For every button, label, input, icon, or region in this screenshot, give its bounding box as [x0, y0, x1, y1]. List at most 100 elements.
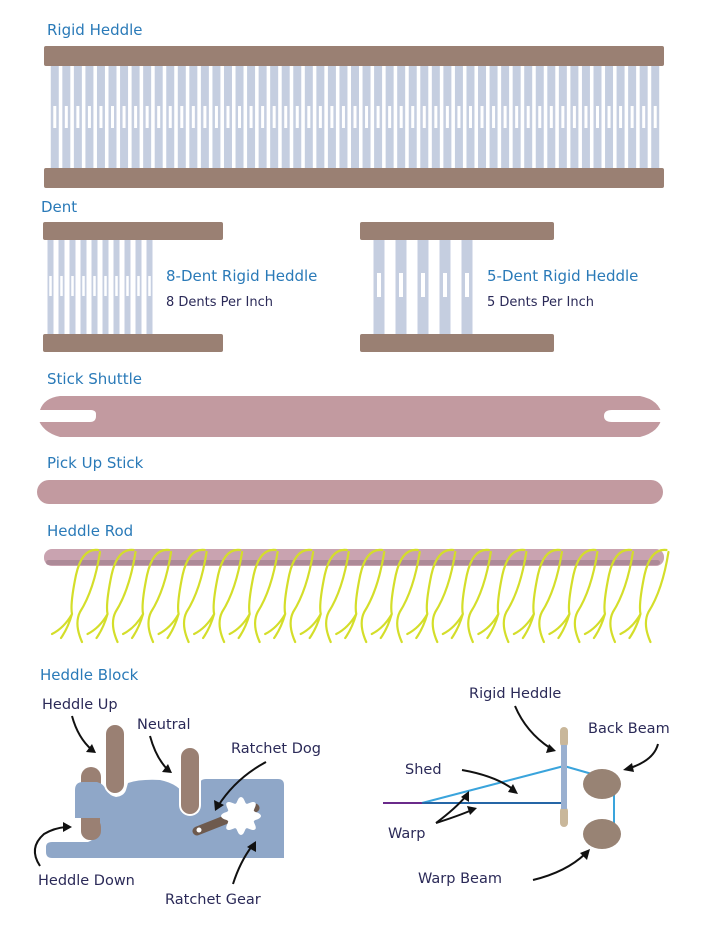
heddle-hole — [76, 106, 80, 128]
heddle-hole — [284, 106, 288, 128]
rigid-heddle-heading: Rigid Heddle — [47, 21, 143, 39]
shed-label: Shed — [405, 762, 442, 778]
heddle-hole — [93, 276, 96, 296]
heddle-hole — [330, 106, 334, 128]
heddle-hole — [376, 106, 380, 128]
warp-upper-line — [421, 765, 565, 804]
heddle-hole — [226, 106, 230, 128]
neutral-arrowhead — [162, 764, 172, 773]
heddle-string-loop — [228, 548, 279, 644]
heddle-hole — [377, 273, 381, 297]
ratchet-gear-arrowhead — [247, 841, 256, 852]
warp-label: Warp — [388, 826, 425, 842]
heddle-hole — [515, 106, 519, 128]
stick-shuttle-left-notch — [34, 410, 96, 422]
heddle-hole — [111, 106, 115, 128]
heddle-up-peg — [104, 723, 126, 795]
heddle-down-label: Heddle Down — [38, 873, 135, 889]
heddle-down-arrow — [33, 826, 67, 867]
heddle-string-loop — [121, 548, 173, 644]
heddle-hole — [134, 106, 138, 128]
ratchet-gear — [221, 797, 261, 835]
ratchet-dog-arrow — [217, 761, 267, 807]
heddle-block-body — [46, 779, 284, 858]
back-beam-label: Back Beam — [588, 721, 670, 737]
heddle-hole — [465, 273, 469, 297]
heddle-rod-heading: Heddle Rod — [47, 522, 133, 540]
ratchet-dog-label: Ratchet Dog — [231, 741, 321, 757]
heddle-hole — [443, 273, 447, 297]
heddle-hole — [203, 106, 207, 128]
heddle-hole — [561, 106, 565, 128]
heddle-up-label: Heddle Up — [42, 697, 118, 713]
heddle-hole — [148, 276, 151, 296]
heddle-hole — [64, 106, 68, 128]
ratchet-dog-pivot — [196, 827, 202, 833]
heddle-hole — [180, 106, 184, 128]
heddle-hole — [595, 106, 599, 128]
heddle-hole — [399, 273, 403, 297]
heddle-hole — [549, 106, 553, 128]
heddle-hole — [619, 106, 623, 128]
heddle-block-illustration — [46, 723, 284, 858]
heddle-string-loop — [335, 548, 386, 644]
rigid-heddle-bar — [561, 745, 567, 809]
heddle-hole — [307, 106, 311, 128]
heddle-hole — [272, 106, 276, 128]
heddle-string-loop — [370, 548, 421, 644]
warp-beam-arrowhead — [580, 849, 590, 860]
heddle-hole — [261, 106, 265, 128]
neutral-label: Neutral — [137, 717, 191, 733]
ratchet-gear-arrow — [232, 845, 253, 885]
heddle-string-loop — [512, 548, 563, 644]
heddle-hole — [503, 106, 507, 128]
heddle-hole — [607, 106, 611, 128]
rigid-heddle-bottom-post — [560, 807, 568, 827]
five-dent-bottom-bar — [360, 334, 554, 352]
heddle-hole — [238, 106, 242, 128]
eight-dent-subtitle: 8 Dents Per Inch — [166, 295, 273, 310]
eight-dent-top-bar — [43, 222, 223, 240]
heddle-string-loop — [406, 548, 457, 644]
five-dent-subtitle: 5 Dents Per Inch — [487, 295, 594, 310]
heddle-string-loop — [477, 548, 528, 644]
heddle-hole — [492, 106, 496, 128]
heddle-hole — [126, 276, 129, 296]
heddle-hole — [99, 106, 103, 128]
heddle-string-loop — [157, 548, 208, 644]
heddle-block-heading: Heddle Block — [40, 666, 139, 684]
stick-shuttle-heading: Stick Shuttle — [47, 370, 142, 388]
heddle-hole — [49, 276, 52, 296]
eight-dent-heddle-illustration — [43, 222, 223, 352]
heddle-string-loop — [299, 548, 350, 644]
heddle-hole — [295, 106, 299, 128]
heddle-hole — [642, 106, 646, 128]
five-dent-top-bar — [360, 222, 554, 240]
loom-rigid-heddle-arrowhead — [546, 744, 556, 753]
rigid-heddle-bottom-bar — [44, 168, 664, 188]
rigid-heddle-top-bar — [44, 46, 664, 66]
heddle-string-loop — [86, 548, 137, 644]
rigid-heddle-slats — [50, 64, 660, 170]
back-beam-arrowhead — [623, 763, 634, 772]
warp-beam — [583, 819, 621, 849]
heddle-hole — [421, 273, 425, 297]
rigid-heddle-top-post — [560, 727, 568, 747]
dent-heading: Dent — [41, 198, 77, 216]
loom-rigid-heddle-arrow — [514, 705, 551, 749]
heddle-string-loop — [441, 548, 492, 644]
heddle-string-loop — [50, 548, 102, 644]
pick-up-stick-illustration — [37, 480, 663, 504]
heddle-hole — [122, 106, 126, 128]
stick-shuttle-illustration — [38, 396, 662, 437]
warp-beam-label: Warp Beam — [418, 871, 502, 887]
heddle-string-loop — [548, 548, 599, 644]
eight-dent-bottom-bar — [43, 334, 223, 352]
heddle-hole — [137, 276, 140, 296]
heddle-rod-shadow — [46, 560, 660, 565]
heddle-hole — [422, 106, 426, 128]
warp-to-back-beam — [563, 765, 593, 775]
heddle-hole — [434, 106, 438, 128]
heddle-hole — [388, 106, 392, 128]
